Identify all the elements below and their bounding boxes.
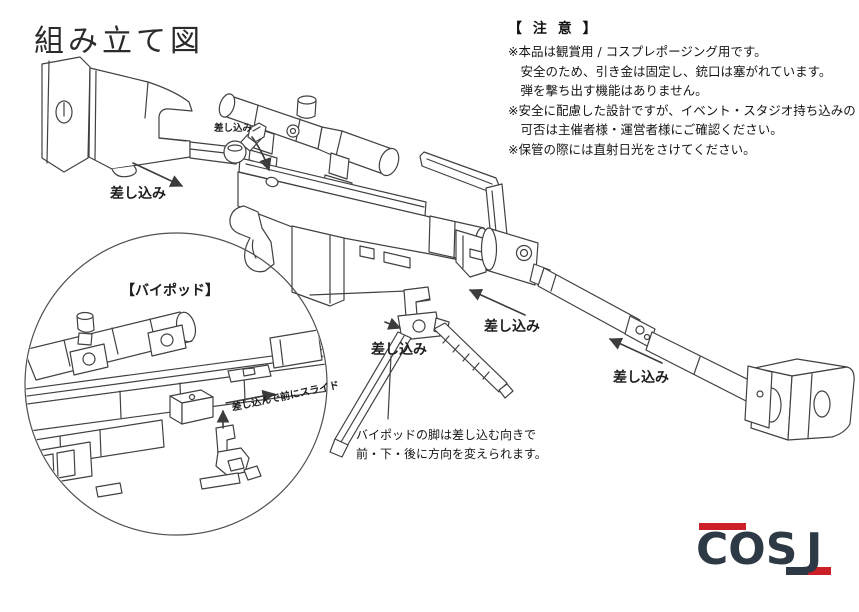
arrow-buttstock-insert [132, 162, 184, 187]
chassis-drawing [229, 157, 490, 307]
label-insert-buttstock: 差し込み [110, 186, 166, 202]
arrow-slide-forward [225, 389, 276, 404]
notice-line-3: 弾を撃ち出す機能はありません。 [508, 83, 708, 98]
buttstock-drawing [41, 56, 239, 178]
insert-arrows [132, 136, 663, 429]
bipod-note-line-1: バイポッドの脚は差し込む向きで [356, 428, 537, 442]
bipod-detail-title: 【バイポッド】 [121, 283, 219, 299]
notice-line-4: ※安全に配慮した設計ですが、イベント・スタジオ持ち込みの [508, 102, 856, 118]
bipod-drawing [309, 286, 514, 458]
arrow-bolt-insert [251, 136, 272, 172]
logo-underscore-dark [786, 567, 808, 575]
bipod-note: バイポッドの脚は差し込む向きで 前・下・後に方向を変えられます。 [356, 426, 547, 464]
notice-heading: 【 注 意 】 [508, 21, 600, 37]
page-title: 組み立て図 [34, 24, 204, 59]
logo-text-cos: COS [696, 524, 798, 575]
arrow-barrel-insert [468, 288, 526, 316]
label-insert-barrel: 差し込み [484, 319, 540, 335]
arrow-barrel-mid-insert [608, 338, 663, 364]
label-insert-barrel-mid: 差し込み [613, 370, 669, 386]
bipod-detail-drawing [26, 311, 326, 498]
line-art [24, 56, 855, 536]
bipod-note-line-2: 前・下・後に方向を変えられます。 [356, 447, 547, 461]
notice-line-2: 安全のため、引き金は固定し、銃口は塞がれています。 [508, 63, 832, 79]
logo-accent-bar-top [699, 523, 746, 530]
logo-cosj: COS J [694, 520, 859, 592]
barrel-assembly-drawing [419, 151, 855, 441]
notice-box: 【 注 意 】 ※本品は観賞用 / コスプレポージング用です。 安全のため、引き… [508, 18, 858, 159]
detail-circle-outline [24, 232, 328, 536]
logo-underscore-red [808, 567, 831, 575]
arrow-bipod-insert [384, 317, 402, 330]
label-insert-bolt: 差し込み [214, 123, 253, 134]
notice-line-1: ※本品は観賞用 / コスプレポージング用です。 [508, 44, 767, 59]
notice-line-6: ※保管の際には直射日光をさけてください。 [508, 141, 756, 157]
logo-text-j: J [806, 524, 823, 575]
label-insert-bipod: 差し込み [371, 342, 427, 358]
notice-line-5: 可否は主催者様・運営者様にご確認ください。 [508, 122, 783, 137]
